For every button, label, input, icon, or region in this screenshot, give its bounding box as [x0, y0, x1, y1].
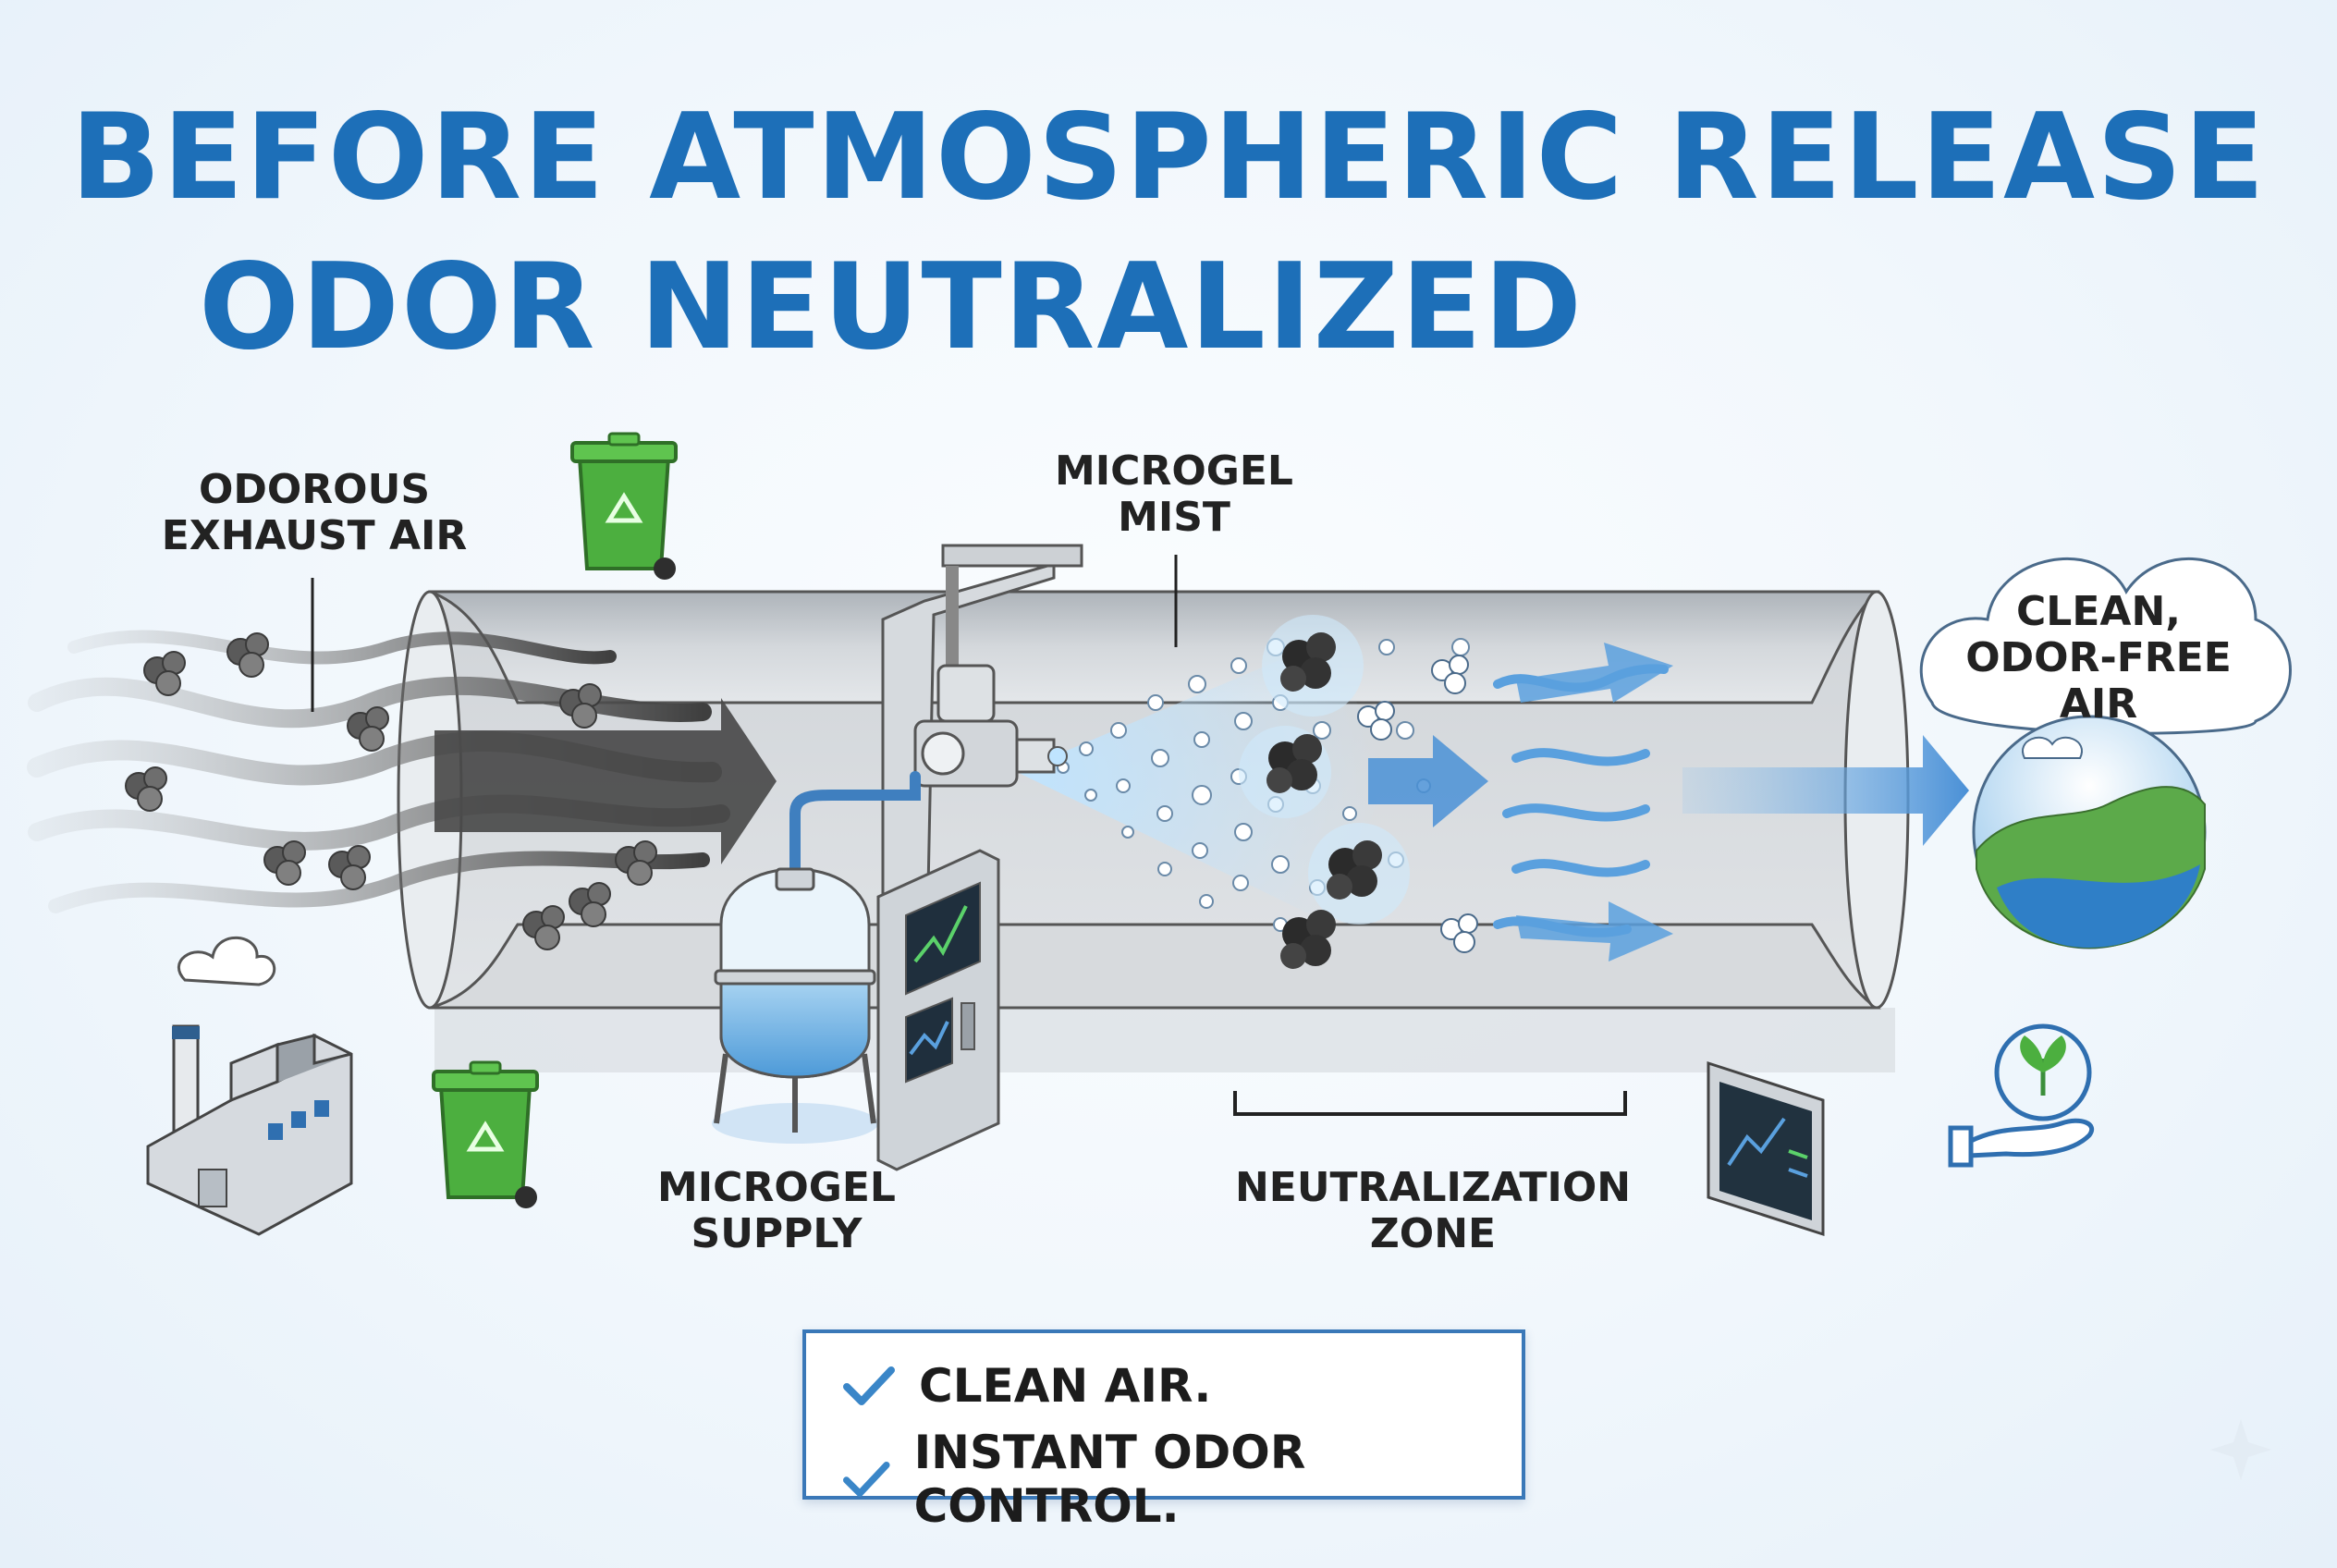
microgel-supply-tank: [712, 867, 878, 1144]
microgel-mist-label: MICROGEL MIST: [1055, 447, 1293, 541]
summary-item-label: CLEAN AIR.: [919, 1359, 1212, 1413]
hand-plant-icon: [1948, 1023, 2094, 1168]
sparkle-icon: [2210, 1419, 2271, 1480]
supply-pipe: [789, 771, 921, 893]
control-panel: [876, 849, 1000, 1171]
flow-arrow-bottom: [1516, 901, 1673, 962]
clean-air-cloud: [1919, 557, 2292, 949]
flow-arrow-mid: [1368, 735, 1488, 827]
flow-arrow-top: [1516, 643, 1673, 703]
clean-air-outlet-arrow: [1682, 735, 1969, 846]
recycle-bin-icon: [434, 1062, 537, 1208]
microgel-supply-label: MICROGEL SUPPLY: [657, 1164, 896, 1257]
duct-shadow: [434, 1008, 1895, 1072]
title-line-2: ODOR NEUTRALIZED: [198, 239, 1585, 376]
recycle-bin-icon: [572, 434, 676, 580]
summary-item: INSTANT ODOR CONTROL.: [843, 1426, 1522, 1533]
clean-air-label: CLEAN, ODOR-FREE AIR: [1965, 588, 2232, 728]
checkmark-icon: [843, 1366, 895, 1405]
odorous-exhaust-label: ODOROUS EXHAUST AIR: [161, 466, 468, 559]
factory-icon: [146, 936, 353, 1236]
summary-item-label: INSTANT ODOR CONTROL.: [913, 1426, 1306, 1533]
summary-box: CLEAN AIR. INSTANT ODOR CONTROL.: [802, 1329, 1525, 1533]
neutralized-odor-clusters: [1239, 615, 1410, 969]
monitor-chart-icon: [1707, 1060, 1825, 1237]
summary-item: CLEAN AIR.: [843, 1359, 1211, 1413]
exhaust-arrow: [434, 698, 777, 864]
title-line-1: BEFORE ATMOSPHERIC RELEASE: [70, 89, 2267, 227]
checkmark-icon: [843, 1462, 890, 1497]
neutralization-zone-label: NEUTRALIZATION ZONE: [1234, 1164, 1632, 1257]
neutralization-zone-bracket: [1233, 1091, 1627, 1116]
